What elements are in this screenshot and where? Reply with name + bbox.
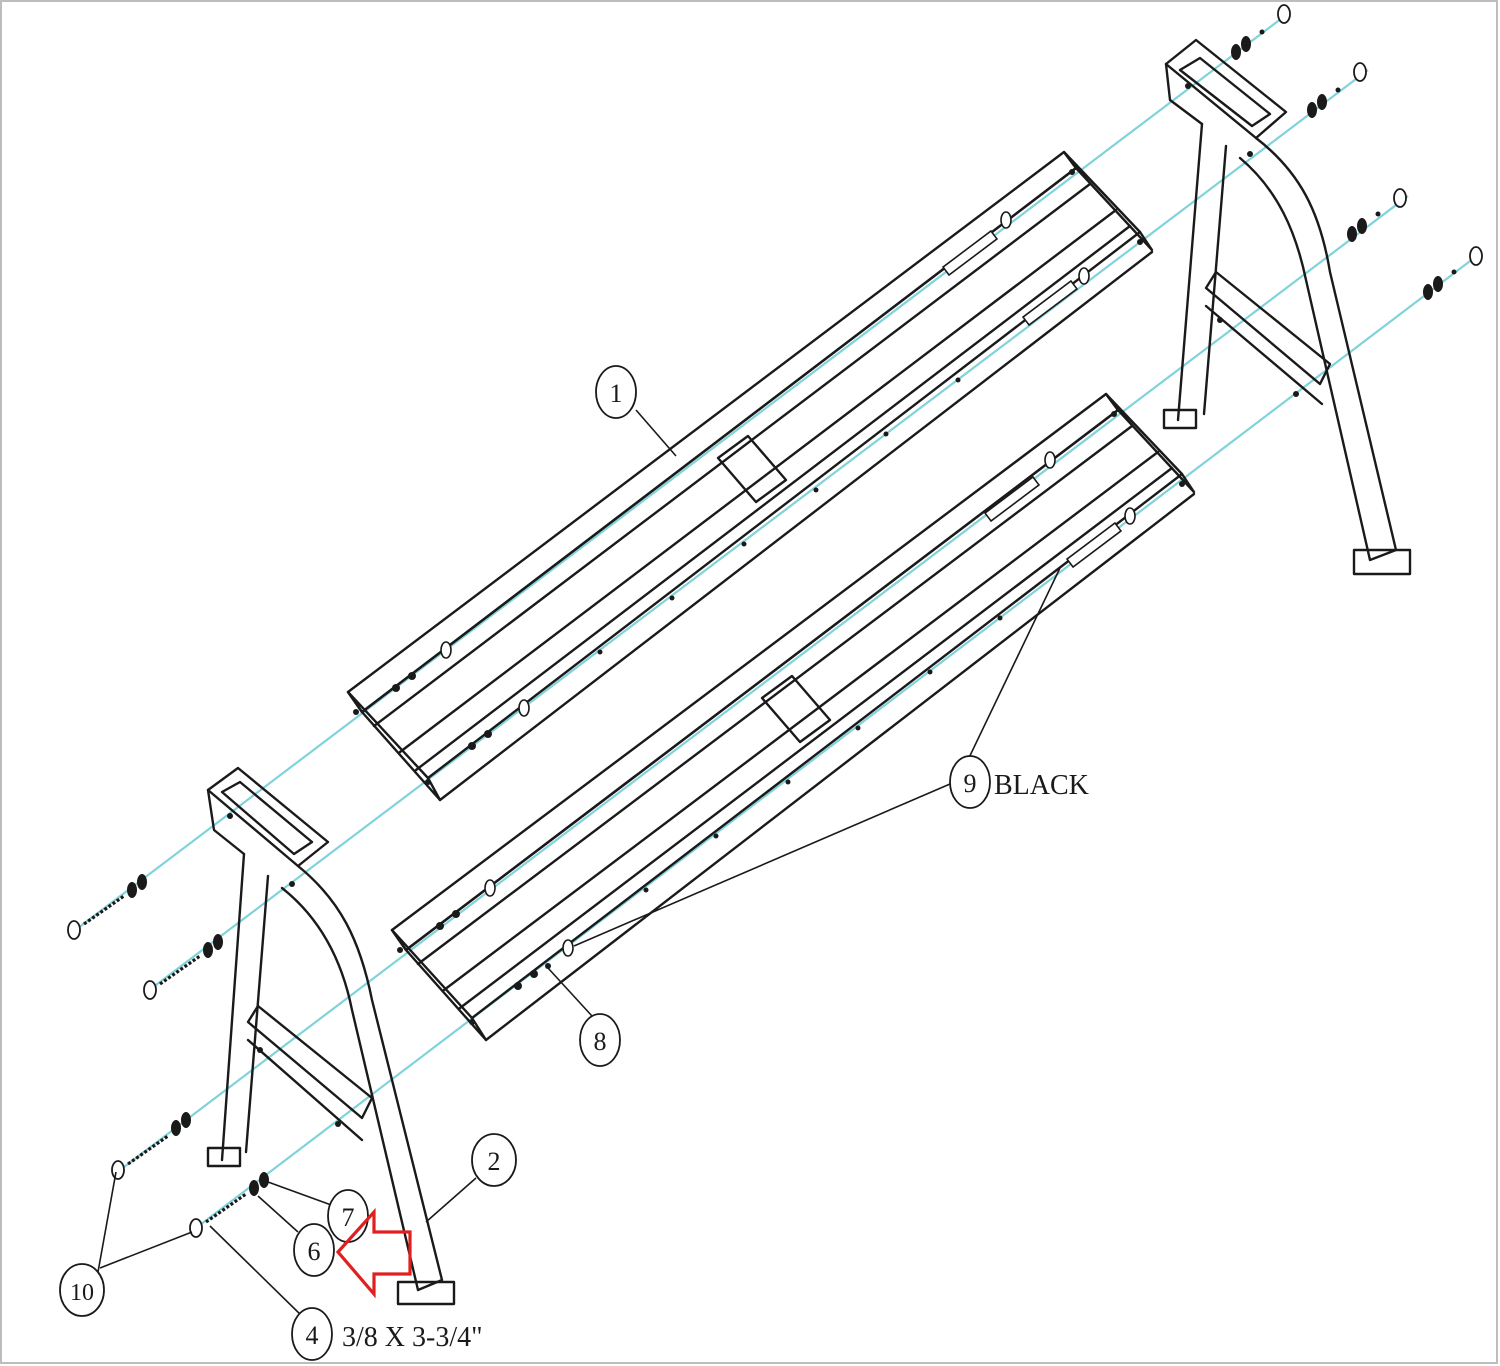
arrow-left-icon xyxy=(335,1207,412,1299)
callout-9-label: 9 xyxy=(964,769,977,798)
callout-8-label: 8 xyxy=(594,1027,607,1056)
right-end-frame xyxy=(1162,38,1412,576)
callout-4-label: 4 xyxy=(306,1321,319,1350)
bolt-size-note: 3/8 X 3-3/4" xyxy=(342,1322,483,1353)
callout-7-label: 7 xyxy=(342,1203,355,1232)
callout-7: 7 xyxy=(327,1189,369,1243)
callout-1: 1 xyxy=(595,365,637,419)
callout-10-label: 10 xyxy=(70,1280,94,1306)
callout-10: 10 xyxy=(59,1263,105,1317)
callout-1-label: 1 xyxy=(610,379,623,408)
assembly-axes xyxy=(77,11,1483,1229)
callout-8: 8 xyxy=(579,1013,621,1067)
callout-6-label: 6 xyxy=(308,1237,321,1266)
lower-shelf-tray xyxy=(390,392,1196,1042)
left-end-frame xyxy=(206,766,456,1306)
leader-lines xyxy=(97,409,1061,1319)
color-note: BLACK xyxy=(994,770,1089,801)
right-hardware xyxy=(1231,4,1483,300)
callout-4: 4 3/8 X 3-3/4" xyxy=(291,1307,483,1361)
callout-9: 9 BLACK xyxy=(949,755,1089,809)
callout-2: 2 xyxy=(471,1133,517,1187)
callout-2-label: 2 xyxy=(488,1147,501,1176)
callout-6: 6 xyxy=(293,1223,335,1277)
top-shelf-tray xyxy=(346,150,1154,802)
